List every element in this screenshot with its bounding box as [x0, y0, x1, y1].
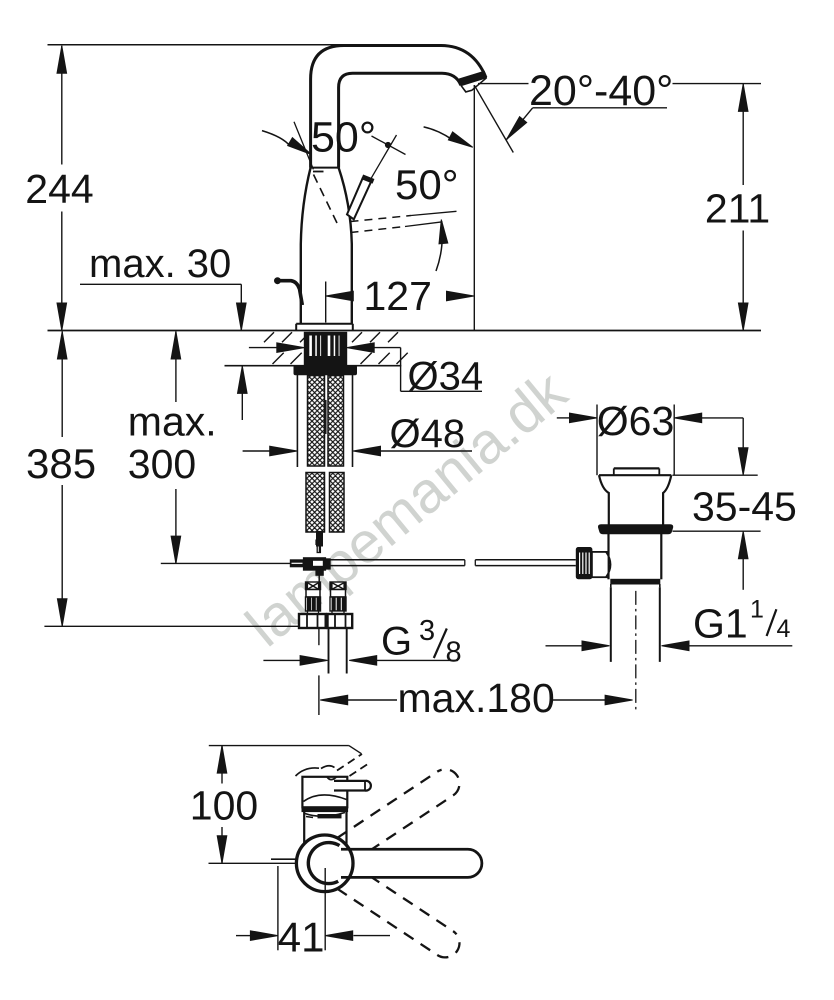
svg-text:127: 127: [363, 273, 431, 319]
svg-text:3: 3: [419, 615, 435, 647]
svg-text:Ø48: Ø48: [390, 412, 466, 456]
svg-text:50°: 50°: [311, 114, 376, 162]
svg-text:244: 244: [25, 166, 93, 212]
svg-text:max.180: max.180: [398, 675, 555, 721]
svg-text:385: 385: [26, 440, 96, 487]
svg-text:211: 211: [705, 186, 770, 232]
svg-text:35-45: 35-45: [692, 484, 797, 530]
svg-text:G: G: [381, 620, 412, 664]
svg-text:4: 4: [777, 615, 791, 643]
svg-text:max. 30: max. 30: [89, 242, 231, 286]
svg-text:1: 1: [750, 596, 764, 624]
svg-text:max.: max.: [128, 398, 217, 444]
svg-text:20°-40°: 20°-40°: [529, 67, 673, 115]
svg-text:Ø34: Ø34: [408, 355, 484, 399]
svg-text:100: 100: [190, 783, 258, 829]
svg-text:8: 8: [446, 637, 462, 669]
svg-text:300: 300: [128, 441, 196, 487]
svg-text:G1: G1: [693, 601, 748, 647]
svg-text:41: 41: [278, 914, 325, 961]
svg-text:Ø63: Ø63: [597, 398, 675, 444]
svg-text:50°: 50°: [395, 161, 459, 208]
